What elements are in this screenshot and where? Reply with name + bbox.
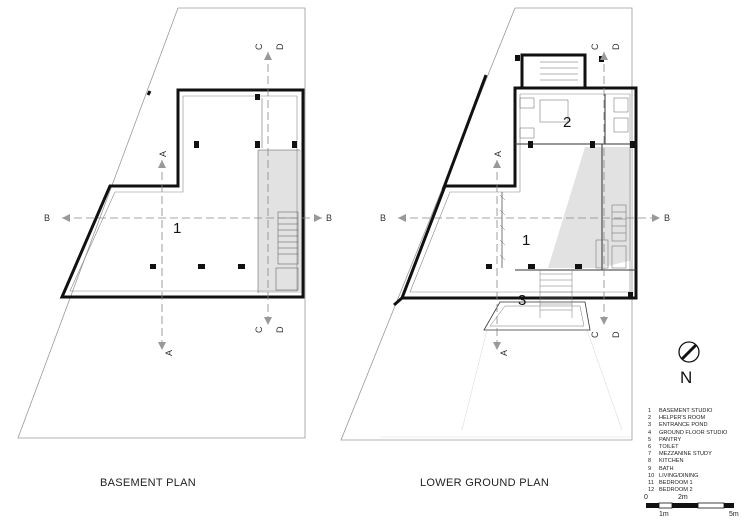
basement-plan-title: BASEMENT PLAN [100,477,197,489]
basement-plan: B B A A C D C D 1 [17,7,332,439]
scale-label-2m: 2m [678,494,688,501]
lower-ground-lower-diagonal [393,296,403,307]
lower-ground-top-bump [520,53,587,88]
lower-ground-plan-title: LOWER GROUND PLAN [420,477,550,489]
scale-label-1m: 1m [659,511,669,518]
lower-ground-section-a-top: A [493,151,503,157]
legend-item-number: 2 [648,415,652,422]
legend-item: 3 ENTRANCE POND [648,422,727,429]
legend-item-label: BEDROOM 2 [659,487,693,494]
basement-section-b-right: B [326,213,332,223]
lower-ground-section-c-bottom: C [590,331,600,338]
legend-item-number: 7 [648,451,652,458]
legend-item-label: HELPER'S ROOM [659,415,706,422]
lower-ground-hatched-wall [499,192,506,268]
lower-ground-section-d-bottom: D [611,331,621,338]
lower-ground-room-1: 1 [522,232,530,249]
basement-columns [150,94,297,269]
scale-label-0: 0 [644,494,648,501]
lower-ground-faint-lines [380,329,630,438]
basement-site-boundary [17,7,306,439]
lower-ground-fixtures [519,97,629,269]
legend-item: 4 GROUND FLOOR STUDIO [648,430,727,437]
basement-stair-shading [258,150,301,293]
lower-ground-entrance-pond-inner [489,305,585,327]
basement-section-d-top: D [275,43,285,50]
scale-bar [646,502,734,509]
legend-item-label: GROUND FLOOR STUDIO [659,429,728,436]
legend-item: 11 BEDROOM 1 [648,480,727,487]
basement-section-b-left: B [44,213,50,223]
basement-section-a-bottom: A [164,350,174,356]
legend-item: 10 LIVING/DINING [648,473,727,480]
legend-item-label: MEZZANINE STUDY [659,451,712,458]
legend-item-number: 6 [648,444,652,451]
lower-ground-section-c-top: C [590,43,600,50]
basement-inner-line [69,95,298,292]
basement-section-d-bottom: D [275,326,285,333]
lower-ground-partitions [515,94,636,271]
legend-item-label: BASEMENT STUDIO [659,408,713,414]
legend-item-number: 9 [648,465,652,472]
legend-item-number: 4 [648,429,652,436]
legend-item-label: BATH [659,465,674,472]
lower-ground-entrance-pond [483,301,591,331]
lower-ground-section-b-left: B [380,213,386,223]
north-arrow-icon [678,341,700,363]
legend-item-number: 12 [648,487,655,494]
legend-item-number: 8 [648,458,652,465]
legend-item-label: BEDROOM 1 [659,480,693,487]
legend-item-number: 10 [648,472,655,479]
lower-ground-room-2: 2 [563,114,571,131]
lower-ground-top-stair [540,61,578,81]
lower-ground-section-lines [398,52,660,350]
legend-item-label: PANTRY [659,436,682,443]
room-legend: 1 BASEMENT STUDIO 2 HELPER'S ROOM 3 ENTRANCE … [648,408,727,494]
legend-item-label: TOILET [659,444,679,451]
lower-ground-inner-line [409,93,631,293]
legend-item: 2 HELPER'S ROOM [648,415,727,422]
north-label: N [680,368,693,387]
basement-section-arrows [62,52,322,350]
legend-item: 8 KITCHEN [648,458,727,465]
lower-ground-void-shading [548,147,632,268]
lower-ground-section-a-bottom: A [499,350,509,356]
basement-outer-walls [59,88,305,299]
legend-item-number: 3 [648,422,652,429]
lower-ground-diagonal-wall [441,74,488,191]
basement-section-c-bottom: C [254,326,264,333]
legend-item: 1 BASEMENT STUDIO [648,408,727,415]
lower-ground-section-d-top: D [611,43,621,50]
legend-item-label: LIVING/DINING [659,472,699,479]
legend-item: 5 PANTRY [648,437,727,444]
legend-item-number: 1 [648,408,652,414]
basement-section-c-top: C [254,43,264,50]
basement-stub-wall [146,90,152,96]
legend-item: 7 MEZZANINE STUDY [648,451,727,458]
lower-ground-room-3: 3 [518,292,526,309]
basement-section-a-top: A [158,151,168,157]
legend-item-label: ENTRANCE POND [659,422,708,429]
lower-ground-section-arrows [398,52,660,350]
legend-item: 6 TOILET [648,444,727,451]
lower-ground-plan: B B A A C D C D 1 2 3 [340,7,670,441]
lower-ground-site-boundary [340,7,633,441]
scale-label-5m: 5m [729,511,739,518]
legend-item: 9 BATH [648,466,727,473]
basement-room-1: 1 [173,220,181,237]
lower-ground-entrance-steps [539,270,573,318]
legend-item-number: 11 [648,480,654,487]
basement-section-lines [62,52,322,350]
legend-item-number: 5 [648,436,652,443]
legend-item: 12 BEDROOM 2 [648,487,727,494]
legend-item-label: KITCHEN [659,458,684,465]
lower-ground-section-b-right: B [664,213,670,223]
